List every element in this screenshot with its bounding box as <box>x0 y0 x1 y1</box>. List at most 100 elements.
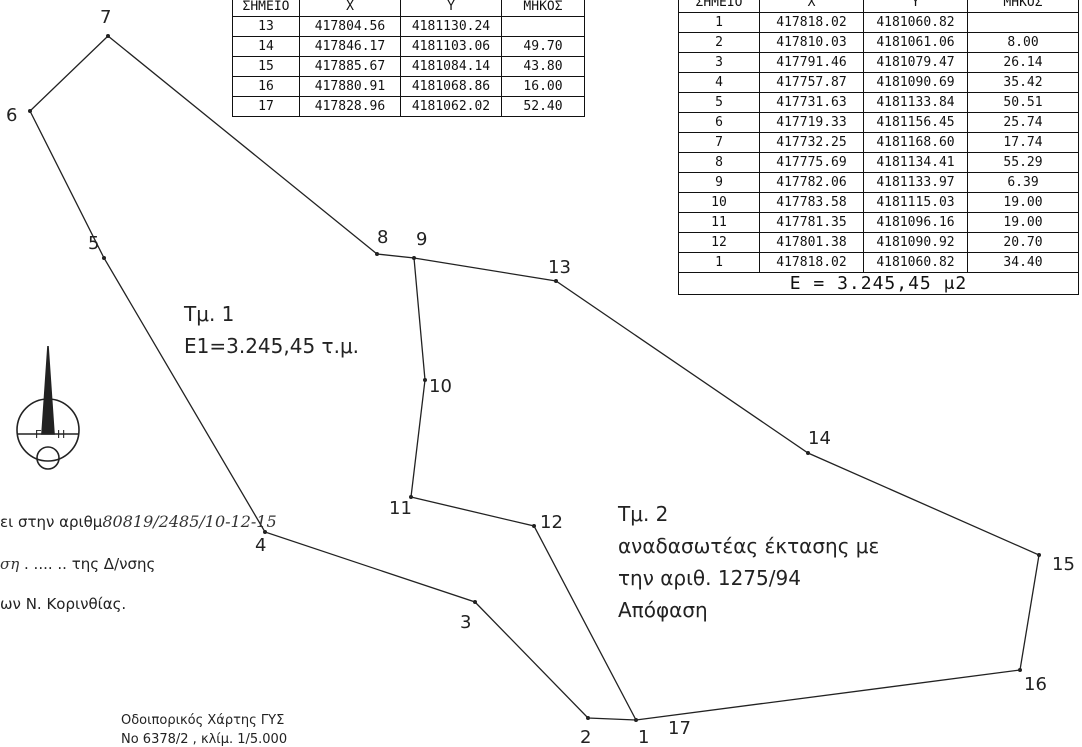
point-id-cell: 16 <box>232 76 300 97</box>
point-id-cell: 1 <box>678 12 760 33</box>
length-cell: 16.00 <box>501 76 585 97</box>
x-cell: 417846.17 <box>299 36 401 57</box>
table-row: 17 417828.96 4181062.02 52.40 <box>232 96 585 117</box>
parcel2-desc-line1: αναδασωτέας έκτασης με <box>618 534 879 558</box>
point-label-10: 10 <box>429 376 452 397</box>
y-cell: 4181062.02 <box>400 96 502 117</box>
parcel2-desc-line2: την αριθ. 1275/94 <box>618 566 801 590</box>
length-cell: 6.39 <box>967 172 1079 193</box>
length-cell: 20.70 <box>967 232 1079 253</box>
point-label-7: 7 <box>100 7 111 28</box>
point-id-cell: 2 <box>678 32 760 53</box>
y-cell: 4181060.82 <box>863 252 968 273</box>
approval-stamp-line1: ει στην αριθμ80819/2485/10-12-15 <box>0 512 277 531</box>
coordinates-table-small: ΣΗΜΕΙΟ X Y ΜΗΚΟΣ 13 417804.56 4181130.24… <box>232 0 585 117</box>
length-cell: 19.00 <box>967 192 1079 213</box>
x-cell: 417781.35 <box>759 212 864 233</box>
point-id-cell: 12 <box>678 232 760 253</box>
y-cell: 4181096.16 <box>863 212 968 233</box>
length-cell: 19.00 <box>967 212 1079 233</box>
table-row: 14 417846.17 4181103.06 49.70 <box>232 36 585 57</box>
y-cell: 4181168.60 <box>863 132 968 153</box>
point-label-6: 6 <box>6 105 17 126</box>
point-label-17: 17 <box>668 718 691 739</box>
table-header-point: ΣΗΜΕΙΟ <box>232 0 300 17</box>
point-id-cell: 8 <box>678 152 760 173</box>
point-id-cell: 1 <box>678 252 760 273</box>
parcel2-boundary <box>413 257 1040 721</box>
parcel1-boundary <box>29 35 637 721</box>
x-cell: 417757.87 <box>759 72 864 93</box>
point-id-cell: 4 <box>678 72 760 93</box>
point-label-9: 9 <box>416 229 427 250</box>
length-cell: 49.70 <box>501 36 585 57</box>
x-cell: 417719.33 <box>759 112 864 133</box>
point-id-cell: 14 <box>232 36 300 57</box>
table-row: 13 417804.56 4181130.24 <box>232 16 585 37</box>
x-cell: 417791.46 <box>759 52 864 73</box>
svg-text:Η: Η <box>57 428 65 441</box>
svg-text:Γ: Γ <box>35 428 42 441</box>
point-id-cell: 5 <box>678 92 760 113</box>
total-area: Ε = 3.245,45 μ2 <box>678 272 1079 295</box>
length-cell: 35.42 <box>967 72 1079 93</box>
x-cell: 417782.06 <box>759 172 864 193</box>
x-cell: 417731.63 <box>759 92 864 113</box>
y-cell: 4181079.47 <box>863 52 968 73</box>
length-cell: 26.14 <box>967 52 1079 73</box>
parcel2-desc-line3: Απόφαση <box>618 598 708 622</box>
point-label-3: 3 <box>460 612 471 633</box>
approval-stamp-prefix: ει στην αριθμ <box>0 513 103 531</box>
y-cell: 4181103.06 <box>400 36 502 57</box>
approval-stamp-line3: ων Ν. Κορινθίας. <box>0 595 127 613</box>
length-cell: 8.00 <box>967 32 1079 53</box>
point-id-cell: 7 <box>678 132 760 153</box>
point-label-13: 13 <box>548 257 571 278</box>
point-id-cell: 9 <box>678 172 760 193</box>
length-cell <box>967 12 1079 33</box>
parcel2-label: Τμ. 2 <box>617 502 668 526</box>
north-arrow-icon: Γ Η <box>16 345 80 470</box>
point-label-14: 14 <box>808 428 831 449</box>
x-cell: 417818.02 <box>759 12 864 33</box>
length-cell: 55.29 <box>967 152 1079 173</box>
point-id-cell: 13 <box>232 16 300 37</box>
x-cell: 417775.69 <box>759 152 864 173</box>
x-cell: 417885.67 <box>299 56 401 77</box>
x-cell: 417818.02 <box>759 252 864 273</box>
length-cell: 50.51 <box>967 92 1079 113</box>
y-cell: 4181134.41 <box>863 152 968 173</box>
x-cell: 417783.58 <box>759 192 864 213</box>
approval-stamp-number: 80819/2485/10-12-15 <box>102 512 277 531</box>
point-id-cell: 15 <box>232 56 300 77</box>
length-cell: 52.40 <box>501 96 585 117</box>
length-cell: 43.80 <box>501 56 585 77</box>
y-cell: 4181130.24 <box>400 16 502 37</box>
length-cell: 34.40 <box>967 252 1079 273</box>
approval-stamp-handwritten: ση <box>0 555 20 573</box>
point-id-cell: 17 <box>232 96 300 117</box>
x-cell: 417828.96 <box>299 96 401 117</box>
y-cell: 4181090.69 <box>863 72 968 93</box>
point-id-cell: 6 <box>678 112 760 133</box>
point-id-cell: 3 <box>678 52 760 73</box>
x-cell: 417880.91 <box>299 76 401 97</box>
y-cell: 4181060.82 <box>863 12 968 33</box>
y-cell: 4181084.14 <box>400 56 502 77</box>
point-label-2: 2 <box>580 727 591 747</box>
approval-stamp-directorate: . .... .. της Δ/νσης <box>24 555 156 573</box>
vertex-markers <box>28 34 1041 722</box>
y-cell: 4181133.84 <box>863 92 968 113</box>
